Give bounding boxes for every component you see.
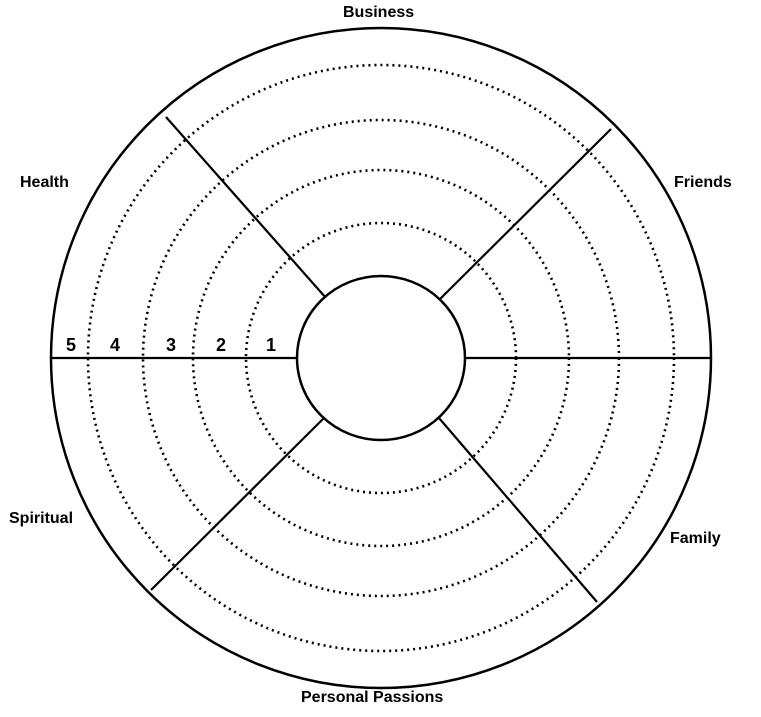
spoke-business-friends bbox=[438, 128, 612, 301]
spoke-family-personal-passions bbox=[438, 417, 598, 603]
spoke-personal-passions-spiritual bbox=[150, 417, 325, 591]
category-personal-passions: Personal Passions bbox=[301, 689, 444, 706]
scale-label-4: 4 bbox=[110, 335, 120, 355]
category-family: Family bbox=[670, 530, 721, 547]
scale-label-2: 2 bbox=[216, 335, 226, 355]
center-hub bbox=[295, 274, 467, 442]
category-health: Health bbox=[20, 174, 69, 191]
category-friends: Friends bbox=[674, 174, 732, 191]
spoke-health-business bbox=[165, 116, 327, 299]
category-business: Business bbox=[343, 4, 415, 21]
scale-label-3: 3 bbox=[166, 335, 176, 355]
category-spiritual: Spiritual bbox=[9, 510, 74, 527]
spokes bbox=[51, 116, 711, 603]
scale-labels: 1 2 3 4 5 bbox=[66, 335, 276, 355]
scale-label-5: 5 bbox=[66, 335, 76, 355]
scale-label-1: 1 bbox=[266, 335, 276, 355]
